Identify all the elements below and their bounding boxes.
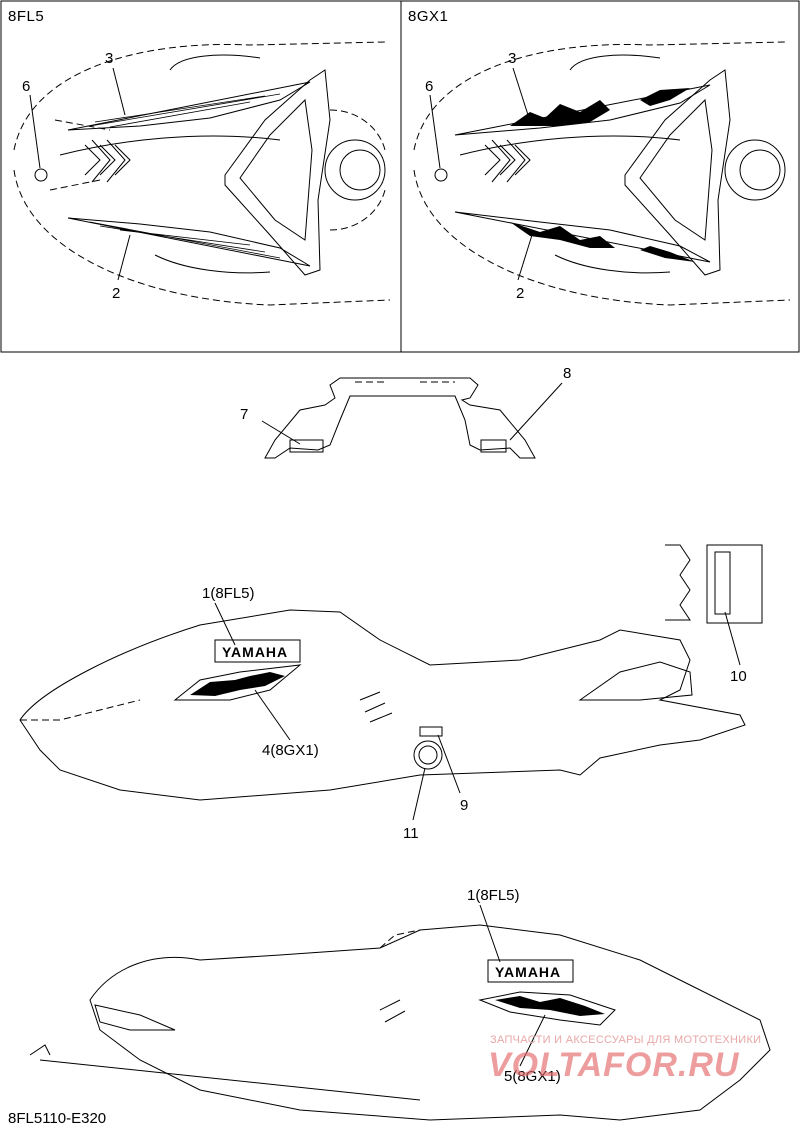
callout-6-right: 6 [425, 78, 434, 95]
rear-view [261, 377, 563, 459]
callout-3-right: 3 [508, 50, 517, 67]
panel-label-8fl5: 8FL5 [8, 8, 45, 25]
leader-2-left [117, 234, 131, 281]
top-view-8gx1 [413, 41, 791, 306]
side-view-right: YAMAHA [29, 904, 771, 1121]
leader-2-right [517, 234, 533, 281]
callout-5-bottom: 5(8GX1) [504, 1068, 561, 1085]
leader-3-left [112, 67, 126, 116]
leader-7 [261, 420, 301, 445]
leader-8 [509, 382, 563, 441]
leader-1-bottom [479, 904, 501, 963]
leader-5-bottom [519, 1014, 546, 1067]
leader-9 [437, 734, 461, 794]
leader-10 [724, 611, 741, 666]
leader-1-side [214, 602, 236, 646]
callout-10: 10 [730, 668, 747, 685]
callout-6-left: 6 [22, 78, 31, 95]
callout-2-left: 2 [112, 285, 121, 302]
leader-6-right [429, 94, 441, 169]
top-view-8fl5 [13, 41, 391, 306]
side-view-left: YAMAHA [19, 544, 763, 821]
callout-1-bottom: 1(8FL5) [467, 887, 520, 904]
callout-7: 7 [240, 406, 249, 423]
frame-top-panels [0, 0, 800, 353]
watermark-subtitle: ЗАПЧАСТИ И АКСЕССУАРЫ ДЛЯ МОТОТЕХНИКИ [490, 1034, 762, 1046]
callout-3-left: 3 [105, 50, 114, 67]
leader-11 [412, 767, 426, 821]
callout-9: 9 [460, 797, 469, 814]
callout-2-right: 2 [516, 285, 525, 302]
drawing-code: 8FL5110-E320 [8, 1110, 107, 1127]
watermark-brand: VOLTAFOR.RU [488, 1046, 740, 1084]
leader-6-left [29, 94, 41, 169]
callout-1-side: 1(8FL5) [202, 585, 255, 602]
yamaha-decal-bottom: YAMAHA [495, 964, 561, 980]
callout-4-side: 4(8GX1) [262, 742, 319, 759]
yamaha-decal-side: YAMAHA [222, 644, 288, 660]
callout-11: 11 [403, 825, 419, 842]
panel-label-8gx1: 8GX1 [408, 8, 449, 25]
leader-4-side [254, 689, 291, 741]
callout-8: 8 [563, 365, 572, 382]
leader-3-right [512, 67, 529, 116]
